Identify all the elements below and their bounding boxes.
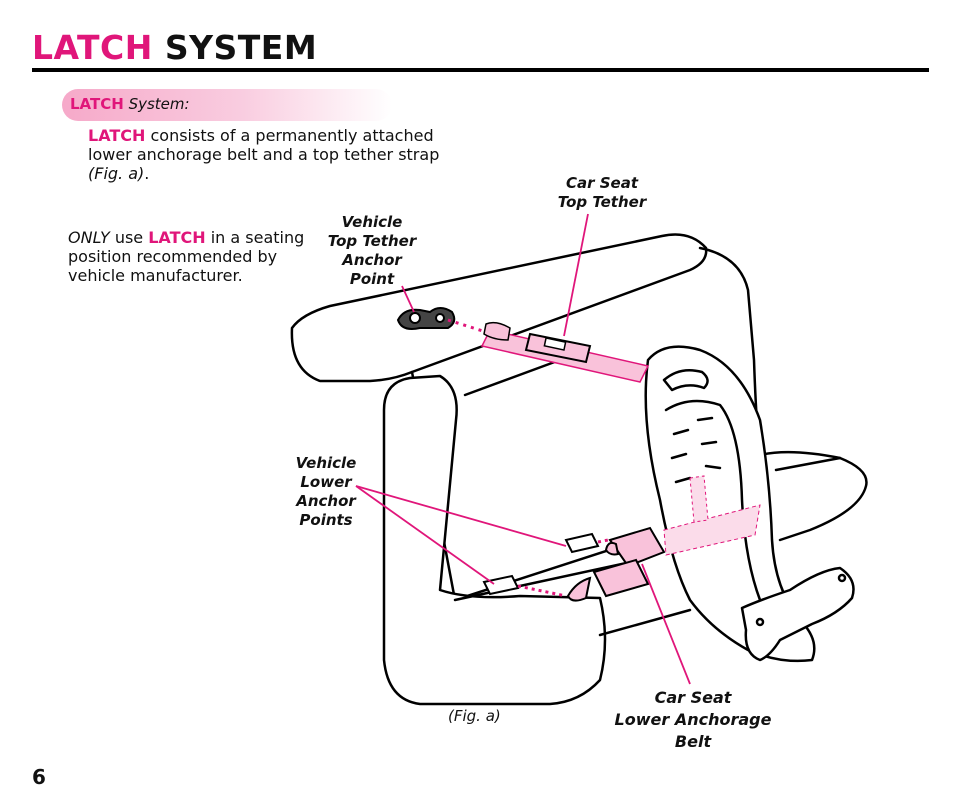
label-line: Lower bbox=[300, 473, 352, 491]
leader-lines bbox=[355, 213, 691, 685]
intro-text: consists of a permanently attached lower… bbox=[88, 126, 440, 164]
car-seat-rivet bbox=[755, 617, 765, 627]
intro-keyword: LATCH bbox=[88, 126, 146, 145]
tether-dotted-line bbox=[447, 318, 487, 334]
usage-use: use bbox=[114, 228, 144, 247]
figure-caption: (Fig. a) bbox=[448, 707, 501, 725]
right-seat-cushion bbox=[758, 450, 868, 542]
seat-back-top bbox=[290, 233, 708, 383]
usage-keyword: LATCH bbox=[148, 228, 206, 247]
page-number: 6 bbox=[32, 765, 46, 789]
title-accent: LATCH bbox=[32, 28, 153, 67]
label-vehicle-lower-anchor-points: Vehicle Lower Anchor Points bbox=[276, 454, 376, 530]
harness-slot bbox=[696, 416, 714, 422]
label-line: Lower Anchorage bbox=[614, 710, 772, 729]
lower-anchorage-belt bbox=[566, 504, 761, 602]
label-line: Car Seat bbox=[654, 688, 732, 707]
usage-emphasis: ONLY bbox=[68, 228, 110, 247]
usage-text: in a seating position recommended by veh… bbox=[68, 228, 305, 285]
lower-anchor-bars bbox=[482, 532, 600, 596]
seat-seam bbox=[463, 358, 562, 397]
label-line: Vehicle bbox=[295, 454, 357, 472]
label-line: Point bbox=[349, 270, 395, 288]
car-seat-inner-back bbox=[664, 399, 762, 602]
page-title: LATCH SYSTEM bbox=[32, 28, 317, 67]
harness-slot bbox=[670, 452, 688, 460]
seat-cushion-left bbox=[382, 374, 607, 706]
top-tether-strap bbox=[480, 321, 650, 383]
section-highlight bbox=[62, 89, 392, 121]
label-car-seat-top-tether: Car Seat Top Tether bbox=[530, 174, 674, 212]
hidden-strap bbox=[689, 475, 709, 523]
label-line: Anchor bbox=[342, 251, 402, 269]
car-seat-handle-slot bbox=[662, 369, 709, 392]
harness-slot bbox=[674, 476, 692, 484]
harness-slot bbox=[672, 428, 690, 436]
section-keyword: LATCH bbox=[70, 95, 124, 113]
section-heading: LATCH System: bbox=[70, 95, 190, 113]
lower-dotted-line bbox=[517, 584, 567, 598]
label-line: Belt bbox=[674, 732, 712, 751]
intro-paragraph: LATCH consists of a permanently attached… bbox=[88, 126, 468, 183]
car-seat-base bbox=[740, 566, 855, 662]
label-line: Car Seat bbox=[565, 174, 639, 192]
label-line: Anchor bbox=[296, 492, 356, 510]
label-car-seat-lower-anchorage-belt: Car Seat Lower Anchorage Belt bbox=[610, 687, 776, 753]
intro-period: . bbox=[144, 164, 150, 183]
label-vehicle-top-tether-anchor: Vehicle Top Tether Anchor Point bbox=[316, 213, 428, 289]
top-tether-anchor-icon bbox=[396, 307, 456, 330]
harness-slot bbox=[704, 464, 722, 470]
car-seat-rivet bbox=[837, 573, 847, 583]
label-line: Top Tether bbox=[557, 193, 647, 211]
harness-slot bbox=[700, 440, 718, 446]
usage-paragraph: ONLY use LATCH in a seating position rec… bbox=[68, 228, 328, 285]
label-line: Points bbox=[299, 511, 353, 529]
title-rest: SYSTEM bbox=[164, 28, 318, 67]
right-seat-seam bbox=[774, 456, 842, 472]
title-rule bbox=[32, 68, 929, 72]
lower-dotted-line bbox=[597, 538, 609, 544]
label-line: Vehicle bbox=[341, 213, 403, 231]
section-label: System: bbox=[128, 95, 190, 113]
label-line: Top Tether bbox=[327, 232, 417, 250]
intro-figure-ref: (Fig. a) bbox=[88, 164, 145, 183]
